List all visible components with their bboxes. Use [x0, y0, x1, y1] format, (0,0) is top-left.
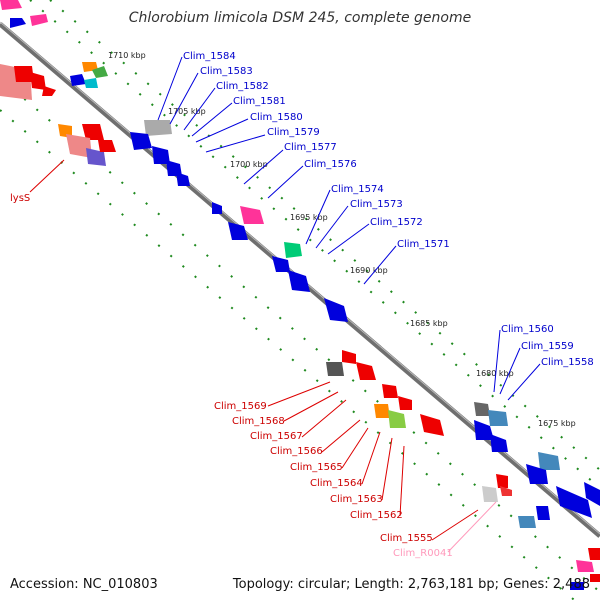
gene-arrow [152, 146, 170, 164]
gene-arrow [526, 464, 548, 484]
accession-label: Accession: NC_010803 [10, 577, 158, 592]
scale-1685: 1685 kbp [410, 319, 448, 328]
gene-arrow [576, 560, 594, 572]
gene-label: Clim_1574 [331, 184, 384, 195]
gene-arrow [374, 404, 390, 418]
gene-label: Clim_1573 [350, 199, 403, 210]
gene-arrow [588, 548, 600, 560]
gene-arrow [14, 66, 34, 82]
forward-genes [10, 14, 600, 520]
gene-label: Clim_1562 [350, 510, 403, 521]
gene-label: Clim_1583 [200, 66, 253, 77]
gene-arrow [388, 410, 406, 428]
gene-arrow [0, 0, 22, 10]
scale-1690: 1690 kbp [350, 266, 388, 275]
gene-arrow [556, 486, 592, 518]
gene-arrow [212, 202, 222, 214]
gene-arrow [538, 452, 560, 470]
gene-arrow [144, 120, 172, 136]
gene-arrow [42, 86, 56, 96]
gene-label: Clim_1566 [270, 446, 323, 457]
gene-label: Clim_1564 [310, 478, 363, 489]
gene-arrow [326, 362, 344, 376]
gene-label: Clim_1560 [501, 324, 554, 335]
rna-gene-label: Clim_R0041 [393, 548, 453, 559]
gene-label: Clim_1559 [521, 341, 574, 352]
gene-arrow [584, 482, 600, 506]
gene-arrow [92, 66, 108, 78]
scale-1695: 1695 kbp [290, 213, 328, 222]
gene-arrow [342, 350, 356, 364]
gene-arrow [166, 160, 182, 176]
gene-arrow [496, 474, 508, 488]
gene-arrow [82, 124, 104, 140]
gene-arrow [500, 486, 512, 496]
gene-arrow [474, 420, 494, 440]
gene-arrow [272, 256, 290, 272]
page-title: Chlorobium limicola DSM 245, complete ge… [128, 10, 472, 26]
gene-arrow [98, 140, 116, 152]
gene-label: Clim_1580 [250, 112, 303, 123]
gene-arrow [176, 172, 190, 186]
gene-arrow [30, 72, 46, 90]
gene-label: Clim_1565 [290, 462, 343, 473]
gene-label: Clim_1576 [304, 159, 357, 170]
scale-1705: 1705 kbp [168, 107, 206, 116]
gene-arrow [288, 270, 310, 292]
gene-label: Clim_1558 [541, 357, 594, 368]
scale-1700: 1700 kbp [230, 160, 268, 169]
gene-arrow [570, 582, 584, 590]
gene-arrow [536, 506, 550, 520]
gene-arrow [10, 18, 26, 28]
rna-leader-line [447, 501, 497, 553]
gene-arrow [30, 14, 48, 26]
gene-label: Clim_1581 [233, 96, 286, 107]
topology-label: Topology: circular; Length: 2,763,181 bp… [232, 577, 590, 592]
scale-1710: 1710 kbp [108, 51, 146, 60]
gene-arrow [284, 242, 302, 258]
gene-arrow [130, 132, 152, 150]
reverse-leader-lines [29, 159, 479, 541]
gene-arrow [518, 516, 536, 528]
gene-arrow [382, 384, 398, 398]
gene-label: Clim_1584 [183, 51, 236, 62]
gene-label: Clim_1579 [267, 127, 320, 138]
gene-arrow [240, 206, 264, 224]
scale-1680: 1680 kbp [476, 369, 514, 378]
gene-arrow [488, 410, 508, 426]
gene-label: Clim_1568 [232, 416, 285, 427]
forward-leader-lines [157, 56, 541, 401]
gene-label: Clim_1555 [380, 533, 433, 544]
gene-arrow [398, 396, 412, 410]
gene-arrow [482, 486, 498, 502]
gene-arrow [66, 134, 92, 158]
gene-arrow [86, 148, 106, 166]
gene-label: Clim_1563 [330, 494, 383, 505]
reverse-gene-labels: lysS Clim_1569 Clim_1568 Clim_1567 Clim_… [10, 193, 453, 559]
gene-label: Clim_1577 [284, 142, 337, 153]
gene-arrow [228, 222, 248, 240]
gene-label: Clim_1572 [370, 217, 423, 228]
gene-arrow [474, 402, 490, 416]
gene-arrow [84, 78, 98, 88]
scale-1675: 1675 kbp [538, 419, 576, 428]
gene-arrow [70, 74, 86, 86]
gene-arrow [590, 574, 600, 582]
gene-label: Clim_1569 [214, 401, 267, 412]
gene-arrow [420, 414, 444, 436]
scale-labels: 1710 kbp 1705 kbp 1700 kbp 1695 kbp 1690… [108, 51, 576, 428]
gene-label: Clim_1571 [397, 239, 450, 250]
gene-arrow [324, 298, 348, 322]
gene-arrow [356, 362, 376, 380]
gene-label: Clim_1567 [250, 431, 303, 442]
gene-arrow [490, 434, 508, 452]
gene-label: Clim_1582 [216, 81, 269, 92]
gene-label: lysS [10, 193, 30, 204]
forward-gene-labels: Clim_1584 Clim_1583 Clim_1582 Clim_1581 … [183, 51, 594, 368]
